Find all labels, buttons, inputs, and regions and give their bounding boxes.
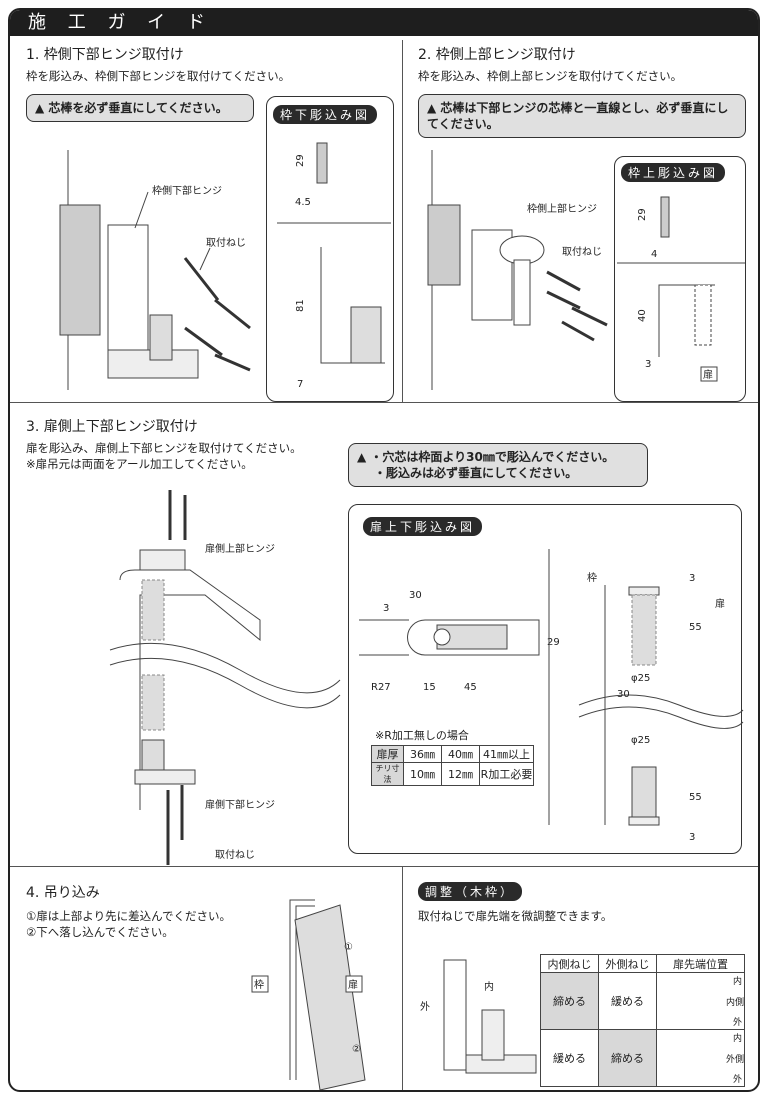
guide-frame: 施 工 ガ イ ド 1. 枠側下部ヒンジ取付け 枠を彫込み、枠側下部ヒンジを取付…: [8, 8, 760, 1092]
s3-desc1: 扉を彫込み、扉側上下部ヒンジを取付けてください。: [26, 441, 302, 455]
adj-pos-2: 外側: [725, 1054, 744, 1065]
s3-warning: ▲ ・穴芯は枠面より30㎜で彫込んでください。 ・彫込みは必ず垂直にしてください…: [348, 443, 648, 487]
s4-step2: ②下へ落し込んでください。: [26, 925, 174, 939]
side-d2: 55: [689, 792, 702, 803]
s3-label-lower: 扉側下部ヒンジ: [205, 798, 275, 811]
s4-n2: ②: [352, 1044, 361, 1055]
s2-warning-text: 芯棒は下部ヒンジの芯棒と一直線とし、必ず垂直にしてください。: [427, 101, 729, 131]
s1-dim-7: 7: [297, 379, 303, 390]
dim-3: 3: [383, 603, 389, 614]
adj-table: 内側ねじ外側ねじ扉先端位置 締める緩める内内側外 緩める締める内外側外: [540, 954, 745, 1087]
adj-title: 調整（木枠）: [418, 882, 523, 901]
adj-pos-1: 内側: [725, 997, 744, 1008]
s1-dim-81: 81: [295, 299, 306, 312]
divider: [10, 866, 758, 867]
s1-warning-text: 芯棒を必ず垂直にしてください。: [48, 101, 228, 115]
side-door: 扉: [715, 597, 725, 610]
side-frame: 枠: [587, 571, 597, 584]
s1-dim-45: 4.5: [295, 197, 311, 208]
divider: [402, 40, 403, 402]
s3-note: ※R加工無しの場合: [375, 729, 469, 742]
s2-heading: 2. 枠側上部ヒンジ取付け: [418, 47, 576, 63]
s2-dim-3: 3: [645, 359, 651, 370]
s2-fig-title: 枠上彫込み図: [621, 163, 726, 182]
side-d1: 55: [689, 622, 702, 633]
s1-fig-title: 枠下彫込み図: [273, 105, 378, 124]
divider: [10, 402, 758, 403]
dim-15: 15: [423, 682, 436, 693]
side-phi2: φ25: [631, 735, 650, 746]
s3-fig-box: 扉上下彫込み図 30 3 29 R27 15 45 枠 扉 3 55 φ25 3…: [348, 504, 744, 854]
s2-dim-4: 4: [651, 249, 657, 260]
dim-r27: R27: [371, 682, 391, 693]
s3-desc2: ※扉吊元は両面をアール加工してください。: [26, 457, 253, 471]
adj-in: 内: [484, 980, 494, 993]
s4-door: 扉: [348, 978, 358, 991]
s4-n1: ①: [344, 942, 353, 953]
dim-45: 45: [464, 682, 477, 693]
s2-fig-box: 枠上彫込み図 29 4 40 3 扉: [614, 156, 746, 402]
adj-desc: 取付ねじで扉先端を微調整できます。: [418, 909, 613, 923]
s3-fig-title: 扉上下彫込み図: [363, 517, 483, 536]
adj-out: 外: [420, 1001, 430, 1013]
s2-label-hinge: 枠側上部ヒンジ: [527, 202, 597, 215]
side-t1: 3: [689, 573, 695, 584]
s1-hinge-illustration: 枠側下部ヒンジ 取付ねじ: [59, 150, 251, 390]
s3-heading: 3. 扉側上下部ヒンジ取付け: [26, 419, 198, 435]
s2-door-label: 扉: [703, 368, 713, 381]
s2-warning: ▲ 芯棒は下部ヒンジの芯棒と一直線とし、必ず垂直にしてください。: [418, 94, 746, 138]
page-title: 施 工 ガ イ ド: [10, 10, 758, 36]
s2-label-screw: 取付ねじ: [562, 245, 602, 258]
s2-dim-29: 29: [637, 208, 648, 221]
adj-hinge-illustration: 外 内: [420, 959, 537, 1074]
s1-dim-29: 29: [295, 154, 306, 167]
s3-plan-drawing: 30 3 29 R27 15 45 枠 扉 3 55 φ25 30 φ25 55…: [359, 549, 744, 843]
s3-label-screw: 取付ねじ: [215, 848, 255, 861]
divider: [402, 866, 403, 1090]
s2-hinge-illustration: 枠側上部ヒンジ 取付ねじ: [427, 150, 608, 390]
s3-warning-1: ・穴芯は枠面より30㎜で彫込んでください。: [370, 450, 615, 464]
s1-warning: ▲ 芯棒を必ず垂直にしてください。: [26, 94, 254, 122]
s3-label-upper: 扉側上部ヒンジ: [205, 542, 275, 555]
s1-label-hinge: 枠側下部ヒンジ: [152, 184, 222, 197]
s4-step1: ①扉は上部より先に差込んでください。: [26, 909, 232, 923]
s4-frame: 枠: [254, 978, 264, 991]
s4-heading: 4. 吊り込み: [26, 885, 100, 901]
s1-desc: 枠を彫込み、枠側下部ヒンジを取付けてください。: [26, 69, 291, 83]
s1-fig-box: 枠下彫込み図 29 4.5 81 7: [266, 96, 394, 402]
s2-dim-40: 40: [637, 309, 648, 322]
s2-desc: 枠を彫込み、枠側上部ヒンジを取付けてください。: [418, 69, 683, 83]
s3-door-illustration: 扉側上部ヒンジ 扉側下部ヒンジ 取付ねじ: [109, 490, 341, 865]
s3-warning-2: ・彫込みは必ず垂直にしてください。: [374, 466, 578, 480]
s4-illustration: 枠 扉 ① ②: [251, 899, 366, 1090]
side-t2: 3: [689, 832, 695, 843]
side-w: 30: [617, 689, 630, 700]
s1-label-screw: 取付ねじ: [206, 236, 246, 249]
dim-30: 30: [409, 590, 422, 601]
dim-29: 29: [547, 637, 560, 648]
s1-heading: 1. 枠側下部ヒンジ取付け: [26, 47, 184, 63]
side-phi1: φ25: [631, 673, 650, 684]
